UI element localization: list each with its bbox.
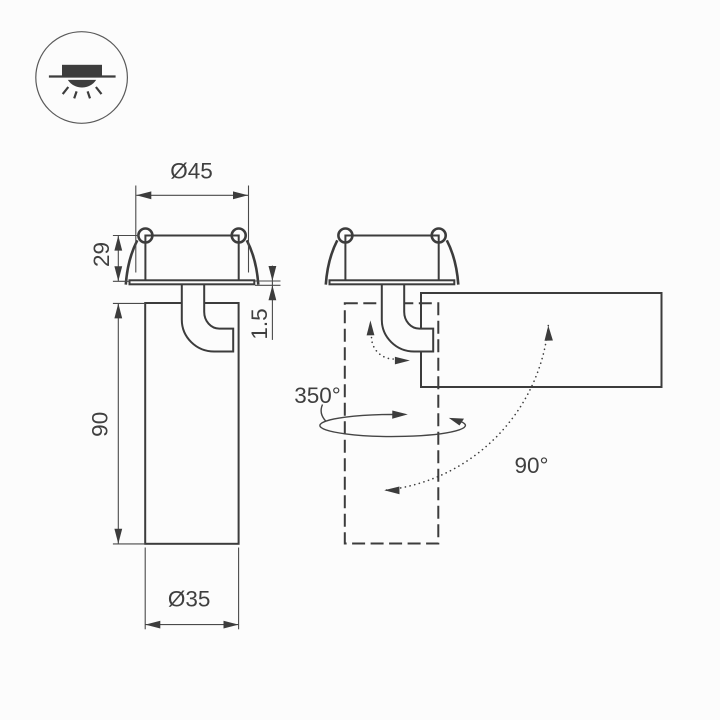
svg-text:Ø45: Ø45 [170, 158, 213, 183]
svg-text:Ø35: Ø35 [168, 587, 211, 612]
svg-text:29: 29 [89, 242, 114, 267]
svg-text:90°: 90° [514, 453, 548, 478]
svg-text:90: 90 [87, 412, 112, 437]
svg-text:1.5: 1.5 [247, 308, 272, 339]
svg-text:350°: 350° [294, 383, 341, 408]
